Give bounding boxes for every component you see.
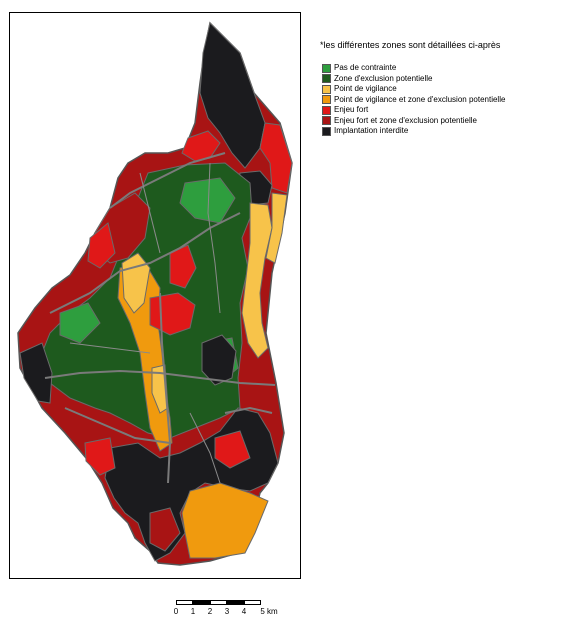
legend-title: *les différentes zones sont détaillées c… <box>320 40 501 50</box>
legend-swatch-none <box>322 63 331 73</box>
legend-item-vigexcl: Point de vigilance et zone d'exclusion p… <box>322 95 505 106</box>
zone-fort-south-2 <box>214 430 251 469</box>
zone-fort-west <box>87 222 116 269</box>
zone-fort-north-central <box>169 244 197 289</box>
legend-label: Enjeu fort et zone d'exclusion potentiel… <box>334 115 477 125</box>
zone-vigexcl-south <box>181 482 269 559</box>
scale-tick-label: 4 <box>241 607 247 616</box>
legend-item-interdit: Implantation interdite <box>322 126 505 137</box>
legend-swatch-vigexcl <box>322 95 331 105</box>
scale-tick-label: 1 <box>190 607 196 616</box>
scale-segment <box>227 600 244 605</box>
legend-label: Enjeu fort <box>334 105 369 115</box>
scale-segment <box>176 600 193 605</box>
legend-item-excl: Zone d'exclusion potentielle <box>322 74 505 85</box>
scale-segment <box>193 600 210 605</box>
legend-item-none: Pas de contrainte <box>322 63 505 74</box>
legend-swatch-vig <box>322 84 331 94</box>
zone-interdit-west <box>19 342 53 404</box>
map-frame <box>9 12 301 579</box>
zone-fort-south-1 <box>84 437 116 476</box>
zone-fortexcl-south <box>149 507 181 552</box>
municipal-boundaries <box>69 162 221 484</box>
legend-item-fort: Enjeu fort <box>322 105 505 116</box>
legend-label: Zone d'exclusion potentielle <box>334 73 433 83</box>
legend-label: Pas de contrainte <box>334 63 397 73</box>
zone-interdit-north <box>199 22 266 169</box>
legend-item-vig: Point de vigilance <box>322 84 505 95</box>
zone-none-2 <box>59 302 101 344</box>
legend-label: Implantation interdite <box>334 126 409 136</box>
legend-label: Point de vigilance et zone d'exclusion p… <box>334 94 506 104</box>
scale-segment <box>244 600 261 605</box>
scale-tick-label: 5 km <box>260 607 278 616</box>
scale-segment <box>210 600 227 605</box>
zoning-map[interactable] <box>10 13 300 578</box>
legend-label: Point de vigilance <box>334 84 397 94</box>
scale-tick-label: 2 <box>207 607 213 616</box>
zone-interdit-central <box>201 334 237 386</box>
scale-tick-label: 0 <box>173 607 179 616</box>
scale-bar: 0 1 2 3 4 5 km <box>173 600 296 620</box>
zone-vig-east-2 <box>265 192 288 264</box>
legend-item-fortexcl: Enjeu fort et zone d'exclusion potentiel… <box>322 116 505 127</box>
legend-swatch-fortexcl <box>322 116 331 126</box>
legend-swatch-excl <box>322 74 331 84</box>
zone-fort-northeast <box>259 122 293 194</box>
legend-swatch-interdit <box>322 126 331 136</box>
legend-swatch-fort <box>322 105 331 115</box>
scale-tick-label: 3 <box>224 607 230 616</box>
